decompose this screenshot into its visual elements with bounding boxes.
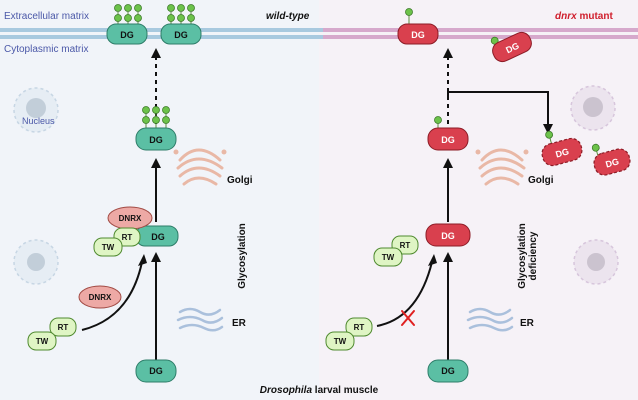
dnrx-free: DNRX — [78, 285, 122, 309]
er-label-mutant: ER — [520, 318, 535, 329]
nucleus-cell-top-left — [13, 87, 59, 133]
nucleus-cell-top-right — [570, 85, 616, 131]
dg-complex-mutant: DG — [441, 231, 455, 241]
glycosylation-deficiency-label: Glycosylationdeficiency — [517, 223, 539, 289]
pathway-arrows-mutant — [376, 56, 549, 360]
er-label-wild-type: ER — [232, 318, 247, 329]
rt-free-mutant: RT — [354, 323, 365, 332]
tw-complex-mutant: TW — [382, 253, 395, 262]
rt-tw-free-mutant: RT TW — [325, 317, 373, 351]
svg-text:DG: DG — [441, 135, 455, 145]
svg-text:DG: DG — [149, 135, 163, 145]
glycosylation-complex-wild-type: DG DNRX RT TW — [93, 206, 179, 257]
nucleus-cell-bottom-right — [573, 239, 619, 285]
cytoplasmic-matrix-label: Cytoplasmic matrix — [4, 44, 88, 55]
wild-type-title: wild-type — [266, 11, 310, 22]
nucleus-cell-bottom-left — [13, 239, 59, 285]
dg-mutant-free-top: DG — [490, 31, 532, 63]
dg-complex-wild-type: DG — [151, 232, 165, 242]
svg-text:DG: DG — [554, 146, 570, 159]
rt-tw-free-wild-type: RT TW — [27, 317, 77, 351]
golgi-label-wild-type: Golgi — [227, 175, 253, 186]
dg-degraded-1: DG — [541, 130, 583, 167]
dg-er-wild-type: DG — [135, 359, 177, 383]
inhibition-cross-icon — [401, 310, 415, 326]
arrowheads-wild-type — [138, 48, 161, 266]
dnrx-complex: DNRX — [119, 214, 142, 223]
arrowheads-mutant — [428, 48, 553, 266]
er-icon-wild-type — [176, 307, 224, 332]
golgi-icon-mutant — [475, 148, 529, 186]
glycosylation-label: Glycosylation — [237, 223, 248, 289]
svg-text:DG: DG — [174, 30, 188, 40]
mutant-title: dnrx mutant — [555, 11, 613, 22]
svg-text:DG: DG — [411, 30, 425, 40]
mutant-panel — [319, 0, 638, 400]
golgi-label-mutant: Golgi — [528, 175, 554, 186]
svg-text:DG: DG — [149, 366, 163, 376]
er-icon-mutant — [466, 307, 514, 332]
extracellular-matrix-label: Extracellular matrix — [4, 11, 89, 22]
dg-golgi-wild-type: DG — [135, 106, 177, 151]
svg-text:DNRX: DNRX — [89, 293, 112, 302]
svg-text:DG: DG — [604, 156, 620, 169]
nucleus-label: Nucleus — [22, 116, 55, 126]
tw-complex-wild-type: TW — [102, 243, 115, 252]
dg-membrane-mutant: DG — [397, 8, 439, 45]
membrane-mutant — [323, 28, 638, 39]
golgi-icon-wild-type — [173, 148, 227, 186]
rt-free-wild-type: RT — [58, 323, 69, 332]
tw-free-wild-type: TW — [36, 337, 49, 346]
tw-free-mutant: TW — [334, 337, 347, 346]
footer-caption: Drosophila larval muscle — [260, 385, 379, 396]
rt-complex-wild-type: RT — [122, 233, 133, 242]
svg-text:DG: DG — [120, 30, 134, 40]
glycosylation-complex-mutant: DG RT TW — [373, 223, 471, 267]
dg-membrane-1: DG — [106, 4, 148, 45]
svg-text:DG: DG — [441, 366, 455, 376]
dg-membrane-2: DG — [160, 4, 202, 45]
rt-complex-mutant: RT — [400, 241, 411, 250]
dg-golgi-mutant: DG — [427, 116, 469, 151]
dg-degraded-2: DG — [591, 143, 631, 176]
dg-er-mutant: DG — [427, 359, 469, 383]
